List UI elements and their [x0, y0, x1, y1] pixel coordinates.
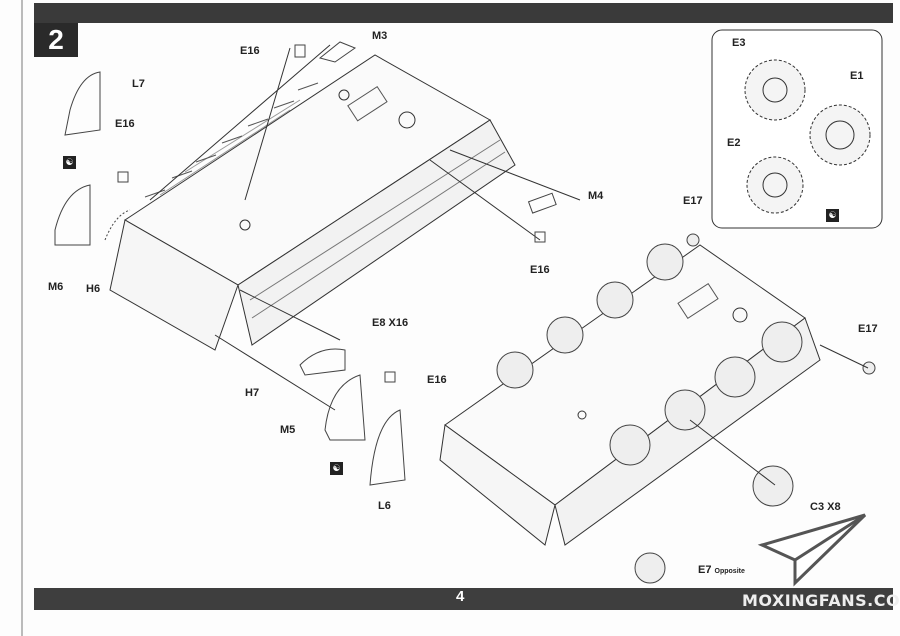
part-label: E17: [858, 323, 878, 335]
part-note: Opposite: [714, 568, 745, 575]
sprocket-inset: [711, 29, 883, 229]
paper-plane-logo: [757, 513, 867, 587]
part-label: M6: [48, 281, 64, 293]
step-number: 2: [34, 23, 78, 57]
part-label: E17: [683, 195, 703, 207]
part-label: C3 X8: [810, 501, 841, 513]
part-label: M3: [372, 30, 388, 42]
part-label: E3: [732, 37, 746, 49]
cement-symbol-icon: ☯: [63, 156, 76, 169]
left-hull: [109, 44, 581, 411]
brand-watermark: MOXINGFANS.COM: [742, 591, 900, 610]
right-hull: [439, 233, 876, 584]
part-label: E8 X16: [372, 317, 409, 329]
left-parts: [54, 41, 557, 486]
part-label: M4: [588, 190, 604, 202]
page-number: 4: [456, 588, 465, 605]
part-label: E7 Opposite: [698, 564, 745, 576]
part-label: L7: [132, 78, 145, 90]
part-label: E2: [727, 137, 741, 149]
part-label: L6: [378, 500, 391, 512]
part-label: E16: [530, 264, 550, 276]
part-label: E1: [850, 70, 864, 82]
part-label: E16: [240, 45, 260, 57]
part-label: E16: [115, 118, 135, 130]
binding-margin: [21, 0, 23, 636]
part-code: E7: [698, 564, 712, 576]
footer-bar: [34, 588, 893, 610]
cement-symbol-icon: ☯: [826, 209, 839, 222]
cement-symbol-icon: ☯: [330, 462, 343, 475]
part-label: M5: [280, 424, 296, 436]
header-bar: [34, 3, 893, 23]
part-label: H6: [86, 283, 101, 295]
part-label: E16: [427, 374, 447, 386]
part-label: H7: [245, 387, 260, 399]
